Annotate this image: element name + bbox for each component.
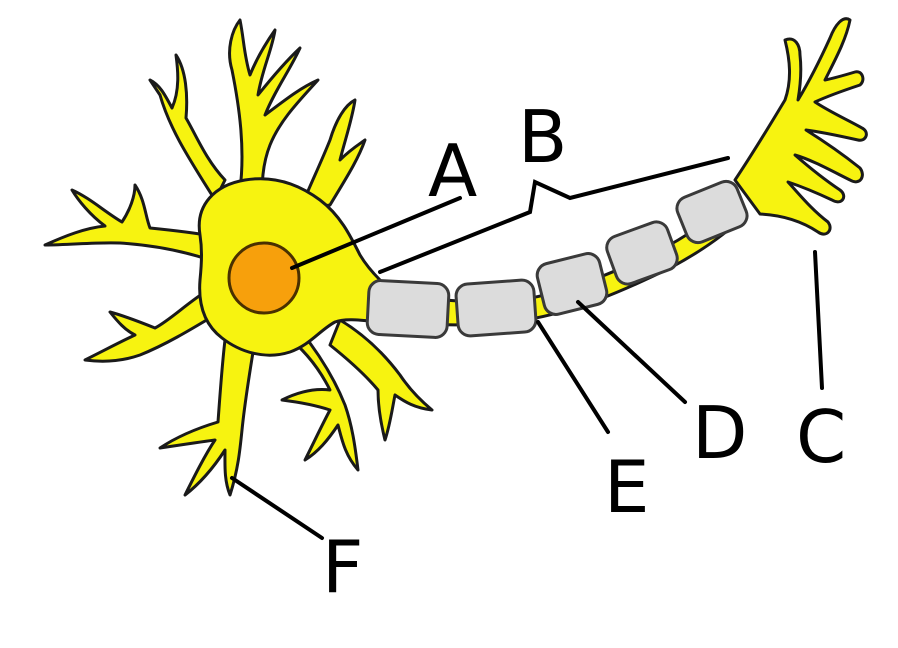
- leader-line-a: [290, 196, 462, 270]
- dendrite-top: [228, 18, 320, 202]
- leader-line-e: [536, 320, 610, 434]
- dendrite-lower-left: [83, 290, 217, 363]
- leader-line-b: [378, 156, 730, 274]
- leader-line-f: [230, 476, 324, 540]
- cell-body-group: [43, 18, 434, 497]
- leader-line-d: [576, 300, 687, 404]
- leader-lines: [230, 156, 824, 540]
- dendrite-left: [43, 183, 214, 262]
- label-e: E: [604, 445, 650, 529]
- myelin-segment: [365, 279, 451, 339]
- dendrite-upper-left: [148, 53, 227, 202]
- label-f: F: [322, 525, 363, 609]
- dendrite-right-lower: [328, 318, 434, 442]
- label-b: B: [518, 95, 567, 179]
- myelin-segment: [535, 252, 609, 316]
- myelin-segment: [675, 179, 749, 245]
- leader-line-c: [813, 250, 824, 390]
- nucleus: [227, 241, 301, 315]
- dendrite-top-right: [298, 98, 367, 212]
- label-d: D: [692, 391, 747, 475]
- label-a: A: [428, 129, 477, 213]
- axon-terminals: [733, 17, 868, 236]
- myelin-segment: [454, 278, 538, 338]
- myelin-segment: [605, 220, 679, 286]
- dendrite-bottom-right: [280, 328, 360, 472]
- dendrite-bottom: [158, 338, 257, 497]
- myelin-sheath: [365, 179, 749, 339]
- label-c: C: [796, 395, 846, 479]
